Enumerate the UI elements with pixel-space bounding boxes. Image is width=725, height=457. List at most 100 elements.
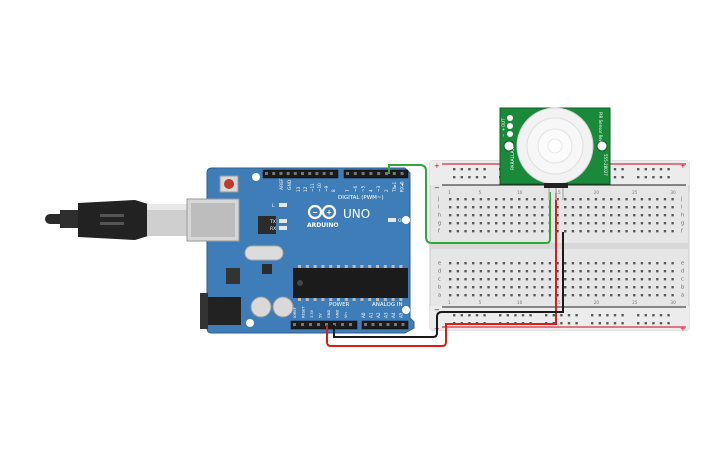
breadboard-hole xyxy=(464,198,467,201)
breadboard-hole xyxy=(510,278,513,281)
breadboard-hole xyxy=(525,222,529,225)
breadboard-hole xyxy=(610,270,613,273)
wire-5v[interactable] xyxy=(326,193,557,347)
breadboard-hole xyxy=(625,230,628,233)
rail-hole xyxy=(606,322,609,325)
breadboard-hole xyxy=(510,206,513,209)
breadboard-row-label: h xyxy=(438,213,441,219)
rail-hole xyxy=(667,168,670,171)
breadboard-hole xyxy=(495,286,498,289)
breadboard-hole xyxy=(487,206,490,209)
rail-hole xyxy=(591,314,594,317)
breadboard-hole xyxy=(472,222,475,225)
wire-signal[interactable] xyxy=(388,164,551,244)
breadboard-column-label: 15 xyxy=(555,300,561,305)
digital-pin-label: ~6 xyxy=(353,185,358,192)
breadboard-hole xyxy=(564,230,567,233)
breadboard-hole xyxy=(487,286,490,289)
mcu-pin xyxy=(321,265,325,268)
breadboard-hole xyxy=(510,222,513,225)
breadboard-hole xyxy=(594,294,598,297)
breadboard-hole xyxy=(633,206,636,209)
breadboard-hole xyxy=(556,198,559,201)
analog-pin-label: A3 xyxy=(384,312,389,318)
bottom-header-holes xyxy=(293,323,405,326)
breadboard-hole xyxy=(556,270,559,273)
rail-hole xyxy=(545,314,548,317)
mcu-pin xyxy=(368,265,372,268)
header-hole xyxy=(265,172,268,175)
breadboard-hole xyxy=(510,270,513,273)
rail-hole xyxy=(560,322,563,325)
breadboard-hole xyxy=(648,294,651,297)
power-header[interactable] xyxy=(290,320,358,330)
breadboard-hole xyxy=(472,294,475,297)
breadboard-hole xyxy=(587,214,590,217)
breadboard-hole xyxy=(533,230,536,233)
header-hole xyxy=(401,323,405,326)
breadboard-hole xyxy=(464,222,467,225)
breadboard-hole xyxy=(456,206,460,209)
breadboard-hole xyxy=(579,230,582,233)
breadboard-hole xyxy=(487,222,490,225)
breadboard-hole xyxy=(579,294,582,297)
header-hole xyxy=(317,323,320,326)
rail-hole xyxy=(506,314,509,317)
power-pin-label: RESET xyxy=(302,306,306,318)
pir-sensor[interactable]: PARALLAX PIR Sensor Rev B 555-28027 OUT … xyxy=(499,107,611,200)
breadboard-hole xyxy=(556,222,559,225)
breadboard-hole xyxy=(663,222,667,225)
rail-hole xyxy=(575,314,578,317)
breadboard-hole xyxy=(564,278,567,281)
breadboard-hole xyxy=(456,278,460,281)
rail-hole xyxy=(453,168,456,171)
breadboard-row-label: g xyxy=(681,221,684,227)
digital-label: DIGITAL (PWM~) xyxy=(338,195,384,201)
header-hole xyxy=(293,323,296,326)
rail-hole xyxy=(659,322,663,325)
breadboard-hole xyxy=(648,278,651,281)
breadboard-hole xyxy=(640,270,644,273)
breadboard-hole xyxy=(602,198,605,201)
digital-header-right[interactable] xyxy=(343,169,409,179)
digital-header-left[interactable] xyxy=(262,169,339,179)
power-label: POWER xyxy=(329,302,350,308)
dc-jack-icon[interactable] xyxy=(200,293,241,329)
digital-pin-label: ~11 xyxy=(310,183,315,192)
reset-button-cap[interactable] xyxy=(224,179,234,189)
breadboard-hole xyxy=(594,230,598,233)
analog-header[interactable] xyxy=(361,320,409,330)
breadboard-hole xyxy=(556,286,559,289)
breadboard-hole xyxy=(571,294,575,297)
breadboard-hole xyxy=(571,206,575,209)
rail-hole xyxy=(637,176,640,179)
breadboard-hole xyxy=(594,262,598,265)
rail-hole xyxy=(514,314,517,317)
breadboard-hole xyxy=(663,214,667,217)
digital-header-holes xyxy=(265,172,404,175)
breadboard-hole xyxy=(640,198,644,201)
led-tx-label: TX xyxy=(269,219,276,225)
breadboard-hole xyxy=(571,214,575,217)
breadboard-hole xyxy=(456,230,460,233)
rail-hole xyxy=(667,322,670,325)
breadboard-row-label: b xyxy=(438,285,441,291)
mcu-pin xyxy=(399,298,403,301)
digital-pin-label: ~10 xyxy=(317,183,322,192)
rail-hole xyxy=(552,314,555,317)
breadboard-hole xyxy=(541,270,544,273)
wire-gnd[interactable] xyxy=(333,232,564,338)
regulator xyxy=(226,268,240,284)
breadboard-row-label: d xyxy=(681,269,684,275)
mcu-pin xyxy=(298,265,301,268)
breadboard-hole xyxy=(625,214,628,217)
header-hole xyxy=(293,172,297,175)
breadboard-hole xyxy=(525,206,529,209)
header-hole xyxy=(377,172,381,175)
breadboard-hole xyxy=(640,278,644,281)
atmega-chip xyxy=(293,268,408,298)
